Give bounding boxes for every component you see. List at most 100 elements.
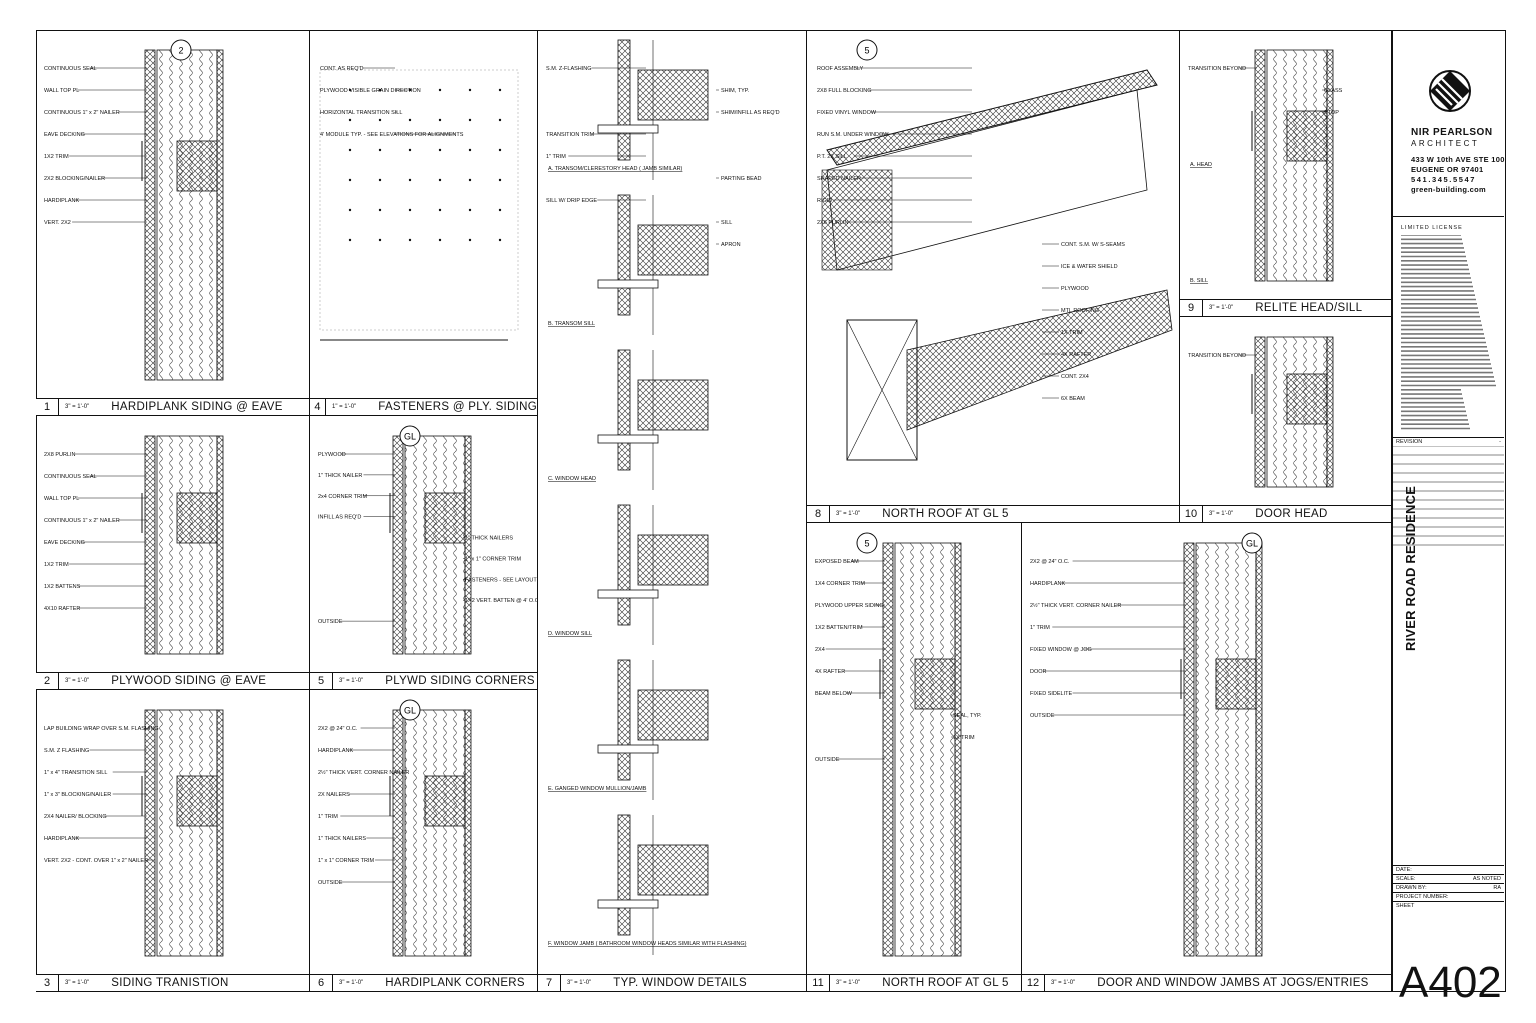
detail-label: 2X6 PURLIN bbox=[817, 220, 849, 226]
detail-label: SHAPED NAILER bbox=[817, 176, 861, 182]
detail-label: PLYWOOD UPPER SIDING bbox=[815, 603, 884, 609]
detail-number: 2 bbox=[36, 673, 59, 689]
detail-label: CONTINUOUS SEAL bbox=[44, 66, 97, 72]
detail-scale: 3" = 1'-0" bbox=[1051, 980, 1076, 986]
detail-label: PLYWOOD VISIBLE GRAIN DIRECTION bbox=[320, 88, 421, 94]
detail-scale: 3" = 1'-0" bbox=[567, 980, 592, 986]
detail-scale: 1" = 1'-0" bbox=[331, 404, 357, 410]
detail-label: BEAM BELOW bbox=[815, 691, 853, 697]
detail-label: 1" TRIM bbox=[1030, 625, 1050, 631]
detail-scale: 3" = 1'-0" bbox=[1209, 305, 1234, 311]
detail-label: OUTSIDE bbox=[318, 880, 343, 886]
revision-label: REVISION bbox=[1396, 439, 1423, 445]
date-row: DATE: bbox=[1393, 865, 1504, 874]
detail-scale: 3" = 1'-0" bbox=[1209, 511, 1234, 517]
detail-label: 2x4 CORNER TRIM bbox=[318, 494, 368, 500]
detail-label: VERT. 2X2 bbox=[44, 220, 71, 226]
detail-number: 6 bbox=[310, 975, 333, 991]
detail-label: FIXED SIDELITE bbox=[1030, 691, 1073, 697]
detail-label: FASTENERS - SEE LAYOUT DETAILS bbox=[465, 577, 538, 583]
detail-label: S.M. Z-FLASHING bbox=[546, 66, 592, 72]
detail-label: CONT. S.M. W/ S-SEAMS bbox=[1061, 242, 1125, 248]
detail-title: RELITE HEAD/SILL bbox=[1255, 302, 1363, 314]
detail-label: 4' MODULE TYP. - SEE ELEVATIONS FOR ALIG… bbox=[320, 132, 464, 138]
detail-scale: 3" = 1'-0" bbox=[339, 980, 364, 986]
detail-label: RIGID bbox=[817, 198, 832, 204]
firm-name: NIR PEARLSON bbox=[1411, 127, 1493, 138]
firm-logo-icon bbox=[1429, 70, 1471, 112]
detail-linework bbox=[319, 69, 519, 341]
detail-number: 10 bbox=[1180, 506, 1203, 522]
detail-linework bbox=[821, 69, 1173, 461]
detail-scale: 3" = 1'-0" bbox=[65, 980, 90, 986]
firm-subtitle: ARCHITECT bbox=[1411, 139, 1480, 148]
project-name: RIVER ROAD RESIDENCE bbox=[1403, 485, 1418, 651]
detail-label: 6X BEAM bbox=[1061, 396, 1085, 402]
detail-label: 1" TRIM bbox=[546, 154, 566, 160]
detail-number: 9 bbox=[1180, 300, 1203, 316]
detail-label: WALL TOP PL bbox=[44, 496, 79, 502]
detail-label: EXPOSED BEAM bbox=[815, 559, 859, 565]
detail-label: PLYWOOD bbox=[1061, 286, 1089, 292]
sub-caption: F. WINDOW JAMB ( BATHROOM WINDOW HEADS S… bbox=[548, 941, 747, 947]
sub-caption: B. TRANSOM SILL bbox=[548, 321, 595, 327]
detail-label: HARDIPLANK bbox=[44, 836, 79, 842]
grid-bubble-label: GL bbox=[404, 706, 416, 716]
detail-label: S.M. Z FLASHING bbox=[44, 748, 89, 754]
detail-label: SEAL, TYP. bbox=[953, 713, 982, 719]
detail-number: 1 bbox=[36, 399, 59, 415]
detail-scale: 3" = 1'-0" bbox=[836, 980, 861, 986]
grid-bubble bbox=[170, 39, 192, 61]
detail-linework bbox=[879, 542, 962, 957]
detail-drawing-10: TRANSITION BEYOND bbox=[1188, 336, 1334, 488]
detail-label: CONTINUOUS SEAL bbox=[44, 474, 97, 480]
detail-label: 1" TRIM bbox=[318, 814, 338, 820]
grid-bubble-label: GL bbox=[404, 432, 416, 442]
detail-label: SILL bbox=[721, 220, 732, 226]
detail-label: 2½" THICK VERT. CORNER NAILER bbox=[318, 769, 409, 776]
grid-bubble-label: GL bbox=[1246, 539, 1258, 549]
detail-label: 2X4 NAILER/ BLOCKING bbox=[44, 814, 107, 820]
detail-scale: 3" = 1'-0" bbox=[65, 678, 90, 684]
detail-label: SHIM, TYP. bbox=[721, 88, 750, 94]
detail-label: HORIZONTAL TRANSITION SILL bbox=[320, 110, 402, 116]
detail-label: RUN S.M. UNDER WINDOW bbox=[817, 132, 889, 138]
scale-row: SCALE:AS NOTED bbox=[1393, 874, 1504, 883]
grid-bubble bbox=[1241, 532, 1263, 554]
detail-label: INFILL AS REQ'D bbox=[318, 515, 361, 521]
sub-caption: C. WINDOW HEAD bbox=[548, 476, 596, 482]
sub-caption: A. HEAD bbox=[1190, 162, 1212, 168]
grid-bubble-label: 2 bbox=[178, 46, 183, 56]
detail-number: 8 bbox=[807, 506, 830, 522]
detail-scale: 3" = 1'-0" bbox=[339, 678, 364, 684]
detail-label: 1X2 TRIM bbox=[44, 562, 69, 568]
detail-label: 1X4 CORNER TRIM bbox=[815, 581, 865, 587]
detail-label: PLYWOOD bbox=[318, 452, 346, 458]
detail-label: HARDIPLANK bbox=[318, 748, 353, 754]
project-number-row: PROJECT NUMBER: bbox=[1393, 892, 1504, 901]
detail-label: OUTSIDE bbox=[815, 757, 840, 763]
detail-label: 2X8 FULL BLOCKING bbox=[817, 88, 872, 94]
grid-bubble bbox=[399, 699, 421, 721]
firm-address-2: EUGENE OR 97401 bbox=[1411, 165, 1484, 174]
detail-label: 2½" THICK VERT. CORNER NAILER bbox=[1030, 602, 1121, 609]
sub-caption: E. GANGED WINDOW MULLION/JAMB bbox=[548, 786, 647, 792]
